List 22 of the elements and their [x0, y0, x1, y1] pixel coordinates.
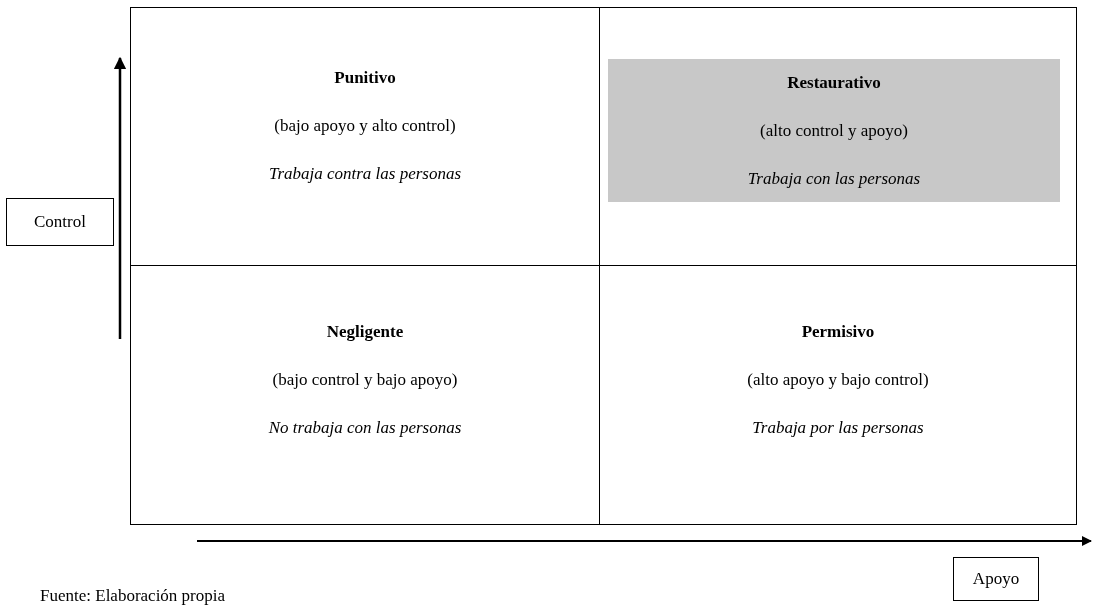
source-note: Fuente: Elaboración propia: [40, 586, 226, 606]
axis-label-box: [953, 557, 1039, 601]
quadrant-description: (bajo apoyo y alto control): [274, 116, 456, 136]
quadrant-cell: [599, 7, 1077, 266]
highlight-band: [608, 59, 1060, 202]
quadrant-note: Trabaja con las personas: [747, 169, 921, 189]
quadrant-cell: [599, 265, 1077, 525]
quadrant-cell: [130, 7, 600, 266]
quadrant-note: No trabaja con las personas: [268, 418, 462, 438]
quadrant-description: (alto apoyo y bajo control): [747, 370, 929, 390]
quadrant-title: Negligente: [326, 322, 404, 342]
axis-label-box: [6, 198, 114, 246]
quadrant-description: (bajo control y bajo apoyo): [272, 370, 458, 390]
quadrant-title: Permisivo: [801, 322, 875, 342]
quadrant-title: Punitivo: [334, 68, 396, 88]
quadrant-cell: [130, 265, 600, 525]
quadrant-note: Trabaja por las personas: [752, 418, 924, 438]
axis-label: Control: [34, 212, 86, 232]
quadrant-description: (alto control y apoyo): [760, 121, 908, 141]
quadrant-title: Restaurativo: [787, 73, 881, 93]
axis-label: Apoyo: [972, 569, 1020, 589]
quadrant-note: Trabaja contra las personas: [268, 164, 462, 184]
